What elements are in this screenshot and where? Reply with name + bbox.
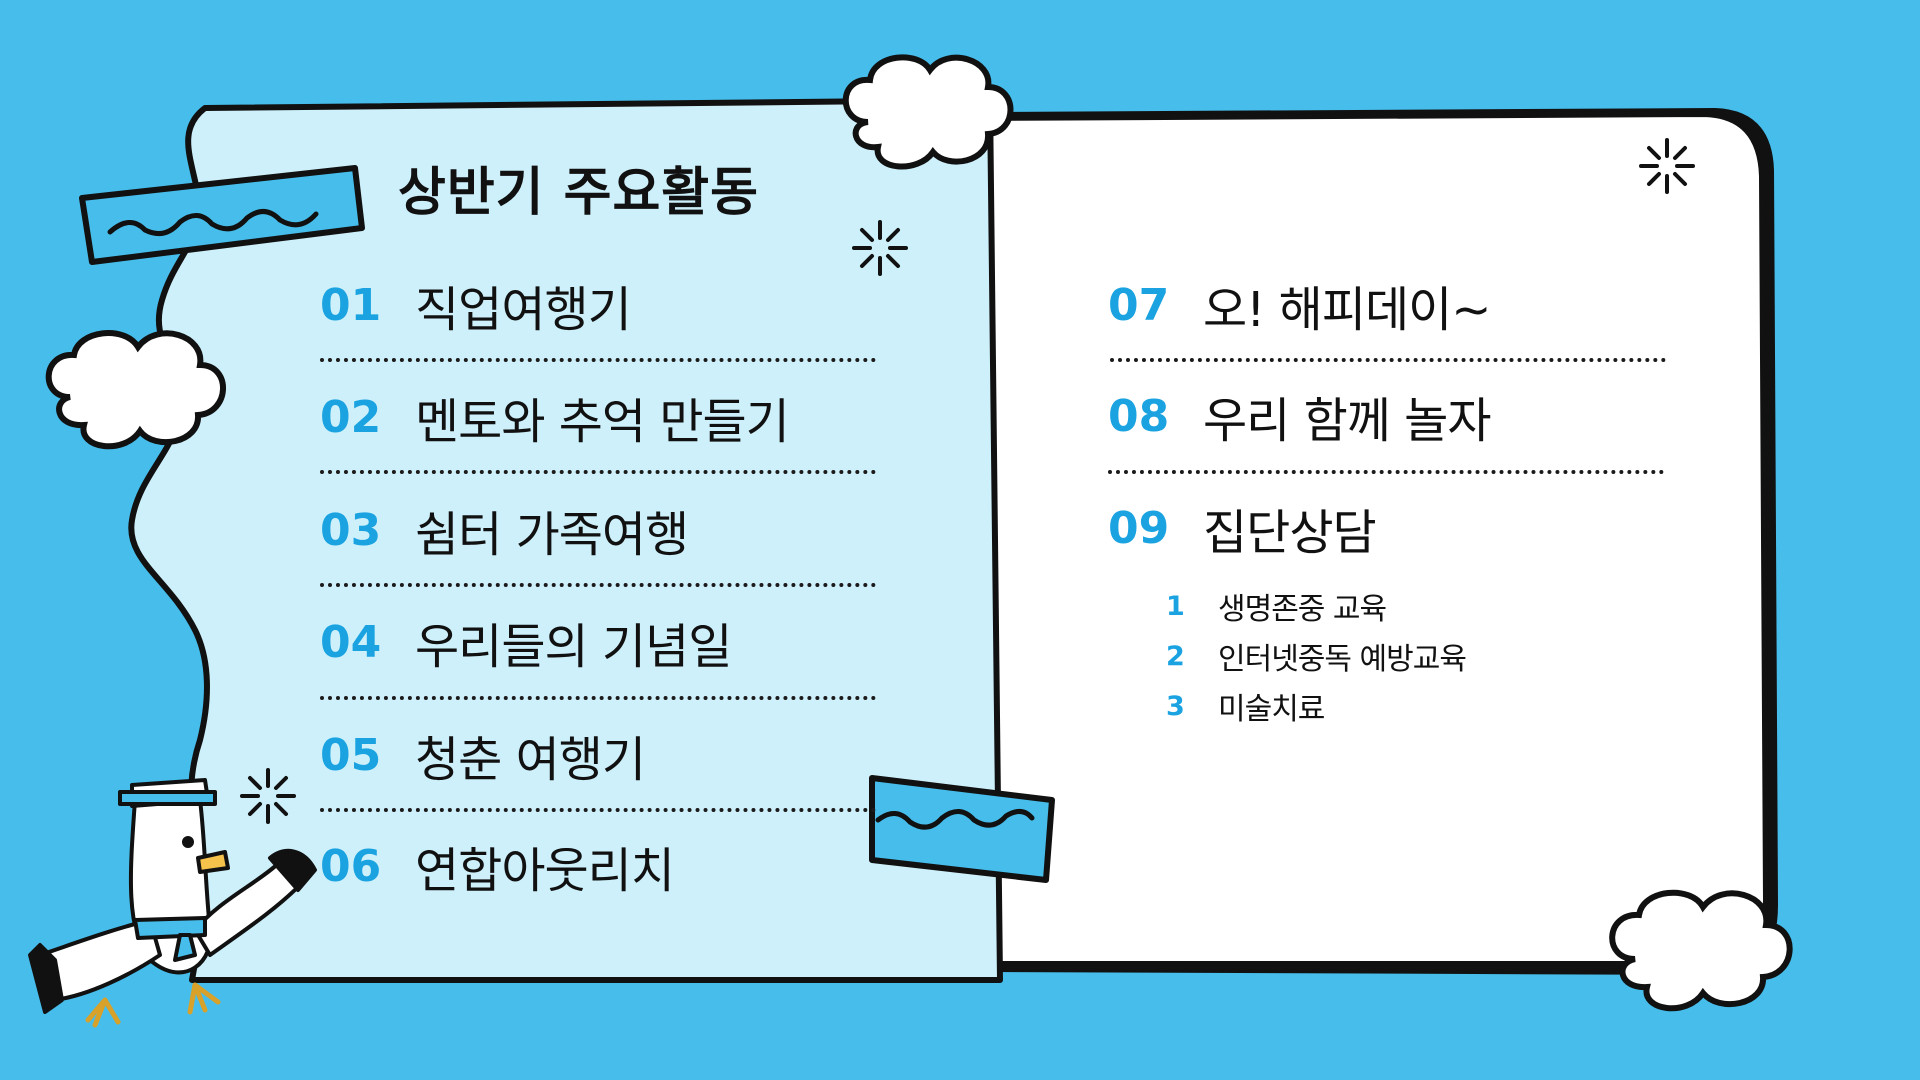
item-number: 02 bbox=[320, 391, 382, 443]
activity-item-05[interactable]: 05 청춘 여행기 bbox=[320, 715, 646, 795]
sub-item-1[interactable]: 1 생명존중 교육 bbox=[1166, 586, 1387, 628]
item-label: 오! 해피데이~ bbox=[1203, 282, 1492, 338]
tape-icon-top bbox=[79, 165, 365, 265]
sub-item-3[interactable]: 3 미술치료 bbox=[1166, 686, 1325, 728]
item-number: 06 bbox=[320, 840, 382, 892]
sub-item-label: 인터넷중독 예방교육 bbox=[1218, 642, 1467, 677]
item-number: 09 bbox=[1108, 502, 1170, 554]
item-label: 쉼터 가족여행 bbox=[415, 507, 689, 563]
item-number: 04 bbox=[320, 616, 382, 668]
page-title: 상반기 주요활동 bbox=[398, 163, 759, 223]
divider bbox=[320, 808, 876, 812]
item-label: 우리들의 기념일 bbox=[415, 619, 732, 675]
activity-item-01[interactable]: 01 직업여행기 bbox=[320, 265, 632, 345]
divider bbox=[320, 358, 876, 362]
item-label: 우리 함께 놀자 bbox=[1203, 393, 1491, 449]
item-label: 멘토와 추억 만들기 bbox=[415, 394, 790, 450]
cloud-icon-bottom bbox=[1609, 889, 1793, 1012]
divider bbox=[1110, 358, 1666, 362]
seagull-mascot bbox=[28, 778, 317, 1028]
sub-item-2[interactable]: 2 인터넷중독 예방교육 bbox=[1166, 636, 1467, 678]
cloud-icon-top bbox=[842, 54, 1014, 170]
sparkle-icon bbox=[240, 138, 1695, 824]
activity-item-07[interactable]: 07 오! 해피데이~ bbox=[1108, 265, 1492, 345]
sub-item-number: 2 bbox=[1166, 640, 1185, 672]
item-number: 03 bbox=[320, 504, 382, 556]
item-label: 집단상담 bbox=[1203, 505, 1377, 561]
divider bbox=[320, 696, 876, 700]
activity-item-02[interactable]: 02 멘토와 추억 만들기 bbox=[320, 377, 790, 457]
item-number: 08 bbox=[1108, 390, 1170, 442]
cloud-icon-left bbox=[45, 330, 226, 450]
item-label: 직업여행기 bbox=[415, 282, 632, 338]
divider bbox=[1108, 470, 1664, 474]
activity-item-04[interactable]: 04 우리들의 기념일 bbox=[320, 602, 732, 682]
divider bbox=[320, 583, 876, 587]
sub-item-label: 미술치료 bbox=[1218, 692, 1325, 727]
item-label: 연합아웃리치 bbox=[415, 843, 675, 899]
divider bbox=[320, 470, 876, 474]
item-number: 05 bbox=[320, 729, 382, 781]
sub-item-label: 생명존중 교육 bbox=[1218, 592, 1387, 627]
activity-item-06[interactable]: 06 연합아웃리치 bbox=[320, 826, 675, 906]
tape-icon-middle bbox=[869, 775, 1055, 883]
item-number: 07 bbox=[1108, 279, 1170, 331]
activity-item-03[interactable]: 03 쉼터 가족여행 bbox=[320, 490, 689, 570]
activity-item-09[interactable]: 09 집단상담 bbox=[1108, 488, 1377, 568]
sub-item-number: 3 bbox=[1166, 690, 1185, 722]
item-number: 01 bbox=[320, 279, 382, 331]
sub-item-number: 1 bbox=[1166, 590, 1185, 622]
activity-item-08[interactable]: 08 우리 함께 놀자 bbox=[1108, 376, 1491, 456]
item-label: 청춘 여행기 bbox=[415, 732, 646, 788]
